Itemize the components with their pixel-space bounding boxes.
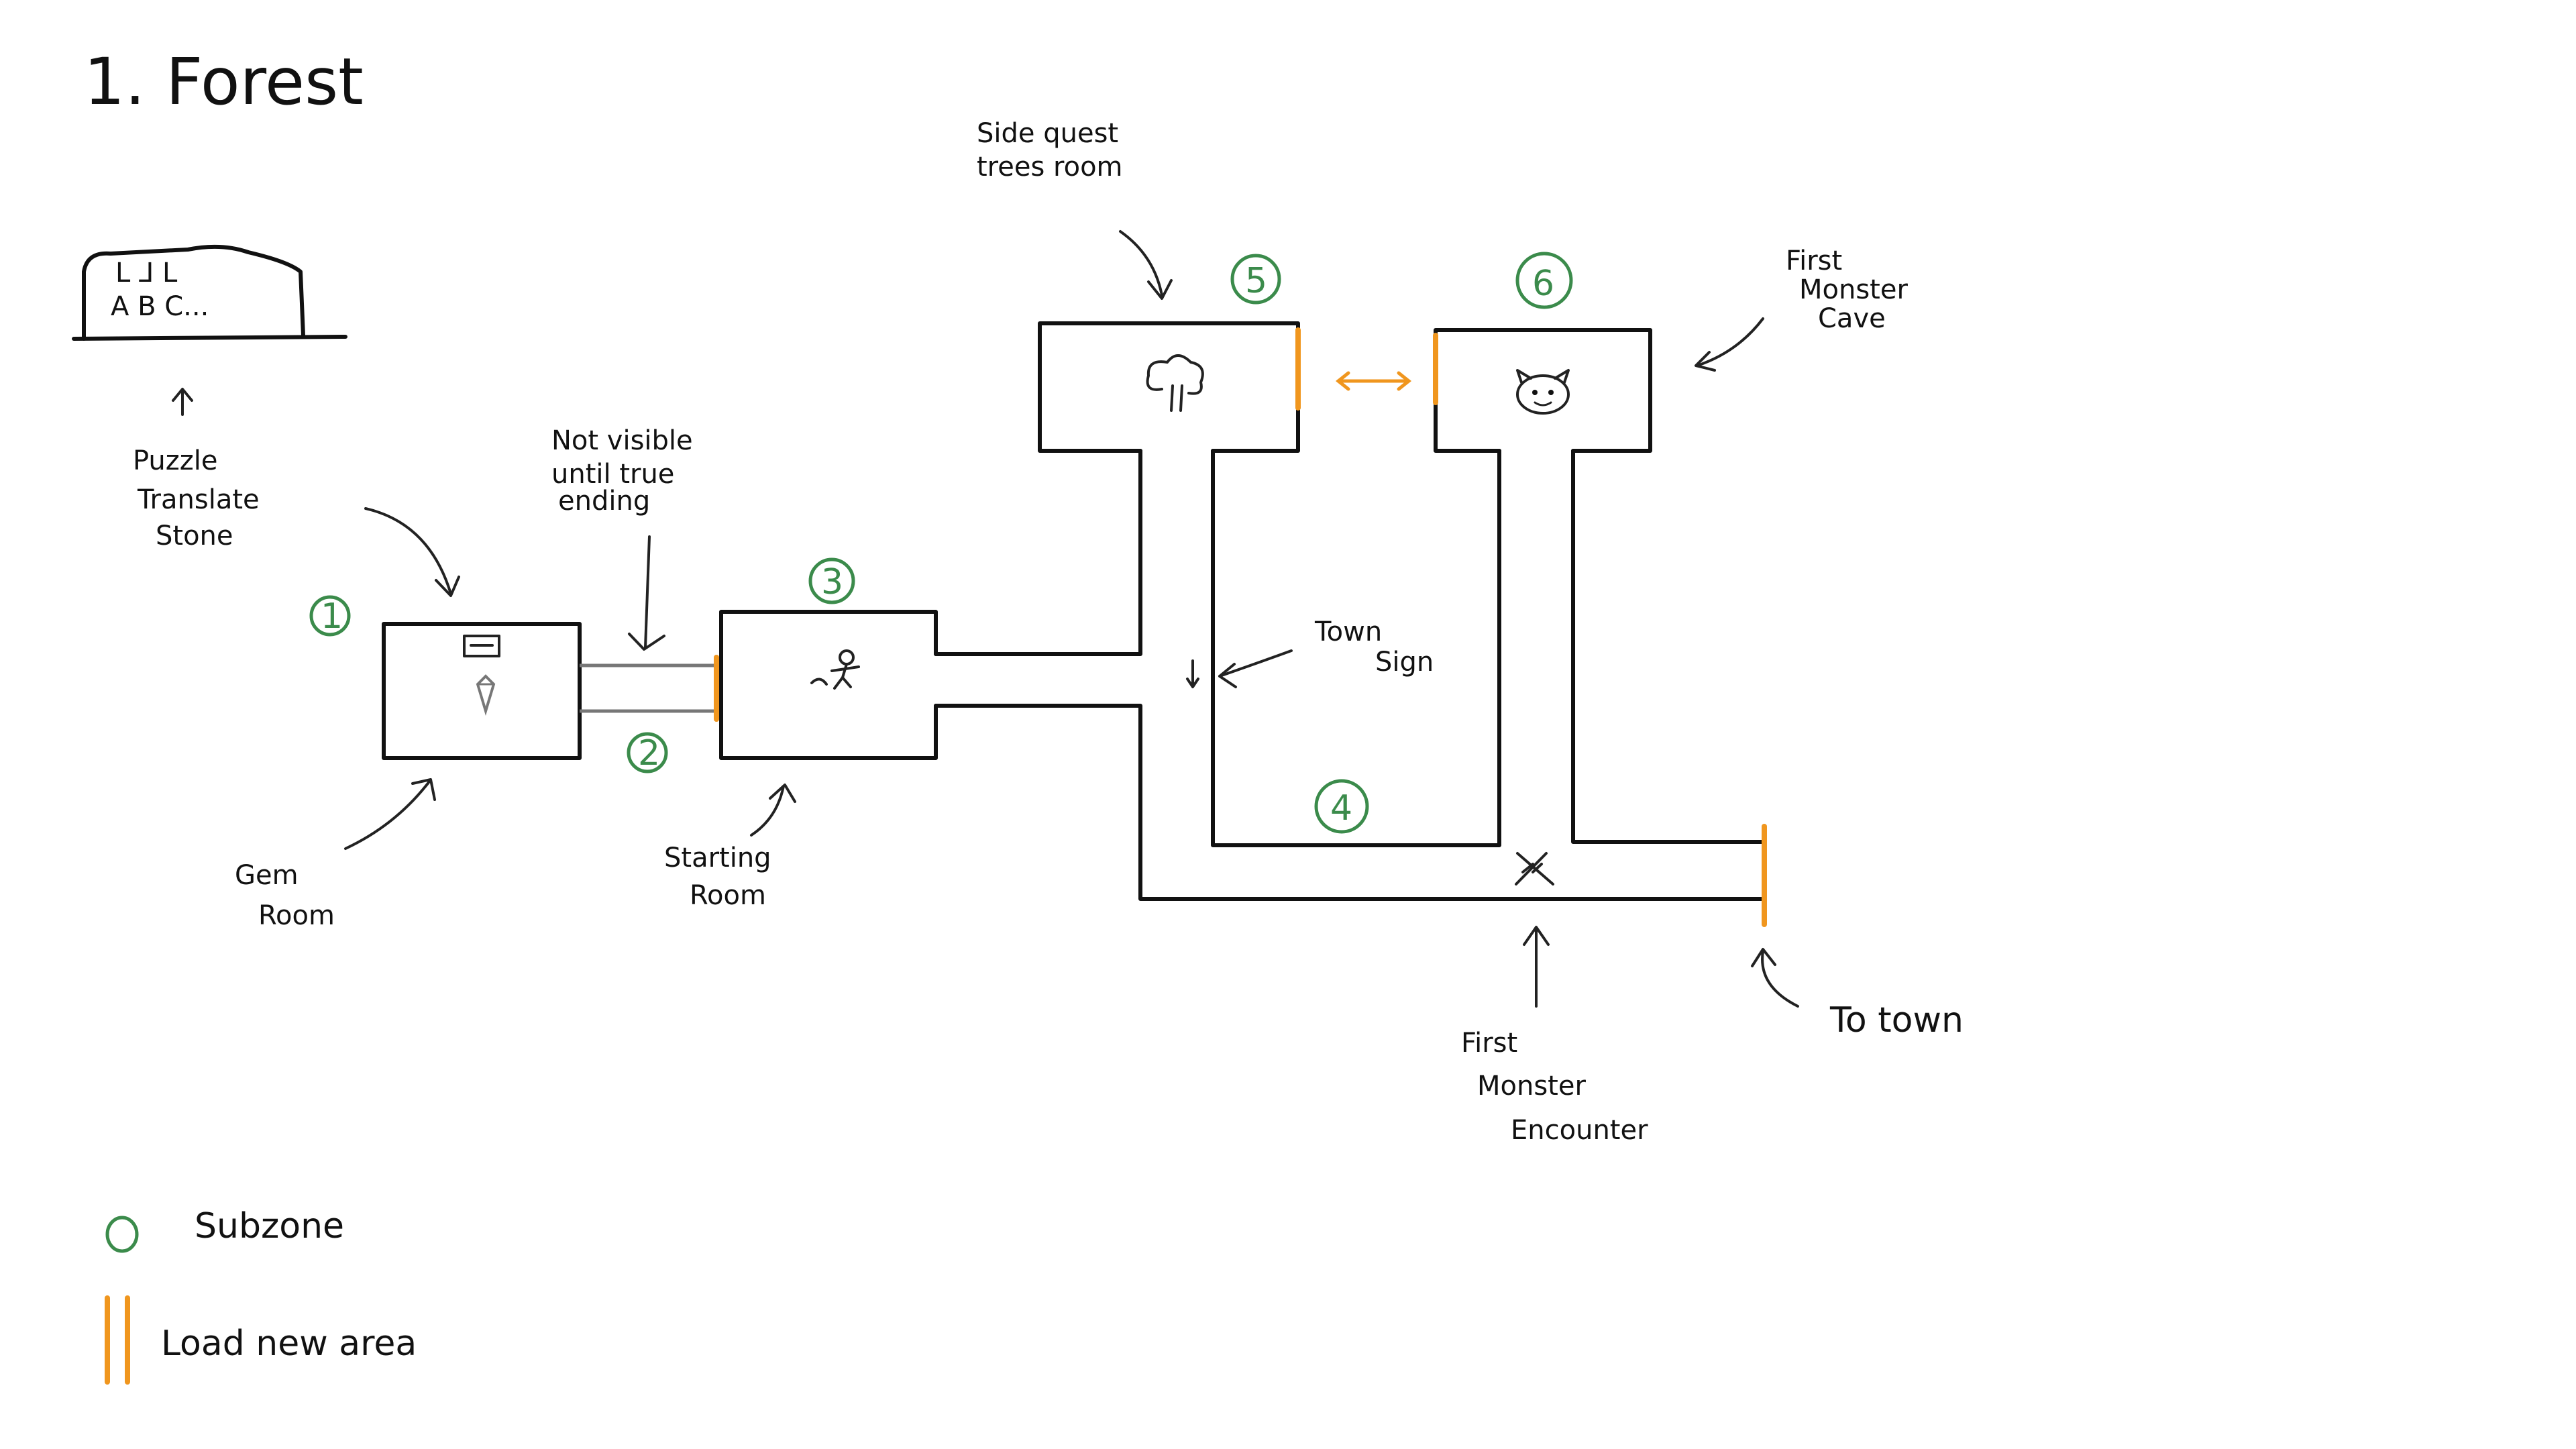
- starting-room-label: Starting Room: [664, 843, 771, 911]
- town-sign-label: Town Sign: [1314, 616, 1434, 678]
- svg-text:Room: Room: [690, 880, 766, 911]
- cave-arrow: [1696, 317, 1764, 367]
- legend-subzone-icon: [105, 1216, 139, 1253]
- svg-text:Translate: Translate: [137, 484, 260, 515]
- gem-room: [382, 622, 582, 760]
- to-town-arrow: [1761, 950, 1799, 1008]
- svg-text:Puzzle: Puzzle: [133, 445, 217, 476]
- gem-room-arrow: [344, 780, 431, 850]
- gem-icon: [476, 674, 496, 716]
- subzone-5-number: 5: [1245, 261, 1267, 301]
- svg-text:Not visible: Not visible: [551, 425, 693, 456]
- svg-text:Monster: Monster: [1799, 274, 1908, 305]
- svg-text:Town: Town: [1314, 616, 1382, 647]
- crossed-swords-icon: [1515, 852, 1554, 885]
- subzone-6-number: 6: [1532, 264, 1554, 304]
- puzzle-label: Puzzle Translate Stone: [133, 445, 260, 551]
- subzone-2-circle: [627, 732, 668, 773]
- subzone-1-number: 1: [321, 596, 343, 637]
- svg-text:Encounter: Encounter: [1511, 1115, 1648, 1146]
- hidden-corridor: [580, 663, 716, 713]
- stone-letters: A B C...: [111, 291, 209, 322]
- tree-icon: [1146, 354, 1204, 412]
- legend: Subzone Load new area: [105, 1206, 417, 1385]
- translate-stone: L ⅃ L A B C...: [72, 244, 347, 341]
- not-visible-label: Not visible until true ending: [551, 425, 693, 517]
- svg-text:Starting: Starting: [664, 843, 771, 873]
- puzzle-pointer-arrow: [364, 507, 452, 595]
- svg-text:First: First: [1461, 1028, 1517, 1059]
- svg-text:Stone: Stone: [156, 521, 233, 551]
- starting-room: [719, 610, 938, 760]
- monster-cave: [1434, 328, 1652, 453]
- svg-text:ending: ending: [558, 486, 650, 517]
- main-corridor: [934, 449, 1766, 901]
- first-monster-cave-label: First Monster Cave: [1786, 246, 1908, 334]
- first-monster-encounter-label: First Monster Encounter: [1461, 1028, 1648, 1146]
- starting-room-arrow: [750, 785, 785, 837]
- subzone-6-circle: [1515, 252, 1573, 309]
- trees-room: [1038, 321, 1300, 453]
- down-arrow-icon: [1186, 659, 1199, 688]
- to-town-label: To town: [1829, 1000, 1964, 1040]
- page-title: 1. Forest: [84, 44, 364, 119]
- subzone-1-circle: [309, 595, 351, 637]
- subzone-4-circle: [1314, 779, 1369, 834]
- monster-face-icon: [1516, 369, 1570, 415]
- legend-load-label: Load new area: [161, 1324, 417, 1364]
- subzone-4-number: 4: [1330, 788, 1352, 828]
- svg-text:Cave: Cave: [1818, 303, 1886, 334]
- subzone-3-number: 3: [821, 562, 843, 602]
- gem-room-label: Gem Room: [235, 860, 335, 931]
- player-icon: [810, 649, 860, 690]
- subzone-5-circle: [1230, 254, 1281, 305]
- svg-text:Room: Room: [258, 900, 335, 931]
- svg-text:trees room: trees room: [977, 152, 1123, 182]
- svg-text:Sign: Sign: [1375, 647, 1434, 678]
- subzone-3-circle: [808, 557, 855, 604]
- svg-text:Side quest: Side quest: [977, 118, 1118, 149]
- town-sign-arrow: [1218, 649, 1293, 678]
- svg-text:First: First: [1786, 246, 1842, 276]
- svg-text:until true: until true: [551, 459, 674, 490]
- subzone-2-number: 2: [638, 733, 660, 773]
- puzzle-arrow: [172, 388, 193, 416]
- legend-subzone-label: Subzone: [195, 1206, 344, 1246]
- room-connection-arrow: [1335, 371, 1412, 391]
- svg-text:Monster: Monster: [1477, 1071, 1586, 1102]
- chest-icon: [463, 635, 500, 657]
- side-quest-arrow: [1119, 230, 1163, 297]
- svg-text:Gem: Gem: [235, 860, 299, 891]
- stone-glyphs: L ⅃ L: [115, 258, 178, 288]
- side-quest-label: Side quest trees room: [977, 118, 1123, 182]
- not-visible-arrow: [644, 535, 651, 649]
